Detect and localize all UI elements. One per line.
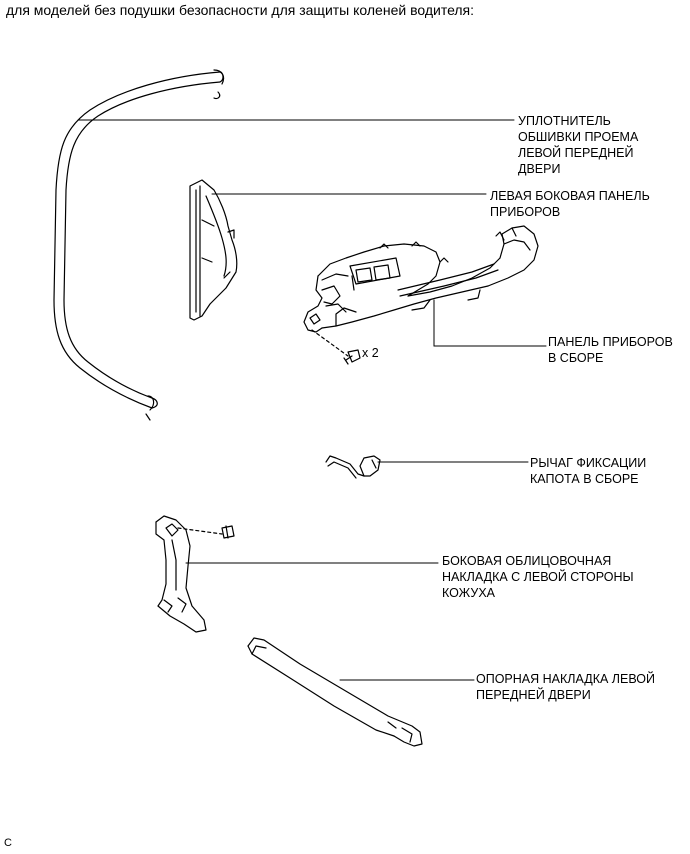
side-panel-drawing — [189, 179, 238, 321]
screw-quantity: x 2 — [362, 346, 379, 360]
weatherstrip-drawing — [53, 69, 225, 421]
instrument-panel-drawing — [303, 225, 539, 357]
callout-cowl-trim: БОКОВАЯ ОБЛИЦОВОЧНАЯ НАКЛАДКА С ЛЕВОЙ СТ… — [442, 554, 634, 600]
screw-drawing — [343, 349, 361, 365]
scuff-plate-drawing — [247, 637, 423, 747]
clip-drawing — [221, 525, 235, 539]
callout-hood-lever: РЫЧАГ ФИКСАЦИИ КАПОТА В СБОРЕ — [530, 456, 647, 486]
figure-code: C — [4, 837, 12, 849]
leader-lines — [77, 119, 547, 681]
cowl-trim-drawing — [155, 515, 223, 633]
callout-scuff-plate: ОПОРНАЯ НАКЛАДКА ЛЕВОЙ ПЕРЕДНЕЙ ДВЕРИ — [476, 672, 655, 702]
callout-weatherstrip: УПЛОТНИТЕЛЬ ОБШИВКИ ПРОЕМА ЛЕВОЙ ПЕРЕДНЕ… — [518, 114, 639, 176]
diagram-heading: для моделей без подушки безопасности для… — [6, 2, 475, 18]
callout-side-panel: ЛЕВАЯ БОКОВАЯ ПАНЕЛЬ ПРИБОРОВ — [490, 189, 650, 219]
hood-lever-drawing — [325, 455, 381, 479]
callout-instrument-panel: ПАНЕЛЬ ПРИБОРОВ В СБОРЕ — [548, 335, 673, 365]
